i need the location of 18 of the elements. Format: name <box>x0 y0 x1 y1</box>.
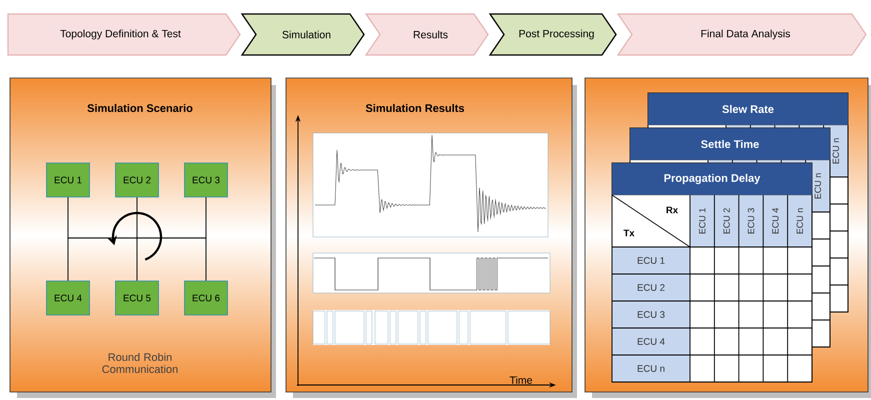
node-label: ECU n <box>832 138 839 164</box>
ecu-box: ECU 1 <box>46 162 90 198</box>
node-label: Slew Rate <box>722 104 774 114</box>
data-table: Propagation Delay Rx Tx ECU 1 ECU 2 ECU 3 ECU 4 ECU n ECU 1 ECU 2 ECU 3 ECU 4 ECU n <box>612 162 812 382</box>
axis-label: Time <box>510 376 532 384</box>
process-step: Results <box>364 13 489 56</box>
process-step: Final Data Analysis <box>616 13 867 56</box>
ecu-box: ECU 2 <box>115 162 159 198</box>
ecu-box: ECU 4 <box>46 280 90 316</box>
node-label: ECU n <box>814 173 821 199</box>
process-step: Topology Definition & Test <box>7 13 241 56</box>
ecu-box: ECU 6 <box>184 280 228 316</box>
process-step: Post Processing <box>488 13 617 56</box>
ecu-box: ECU 5 <box>115 280 159 316</box>
node-label: Settle Time <box>701 140 759 148</box>
connection-line <box>136 196 138 282</box>
ecu-box: ECU 3 <box>184 162 228 198</box>
process-step: Simulation <box>240 13 365 56</box>
